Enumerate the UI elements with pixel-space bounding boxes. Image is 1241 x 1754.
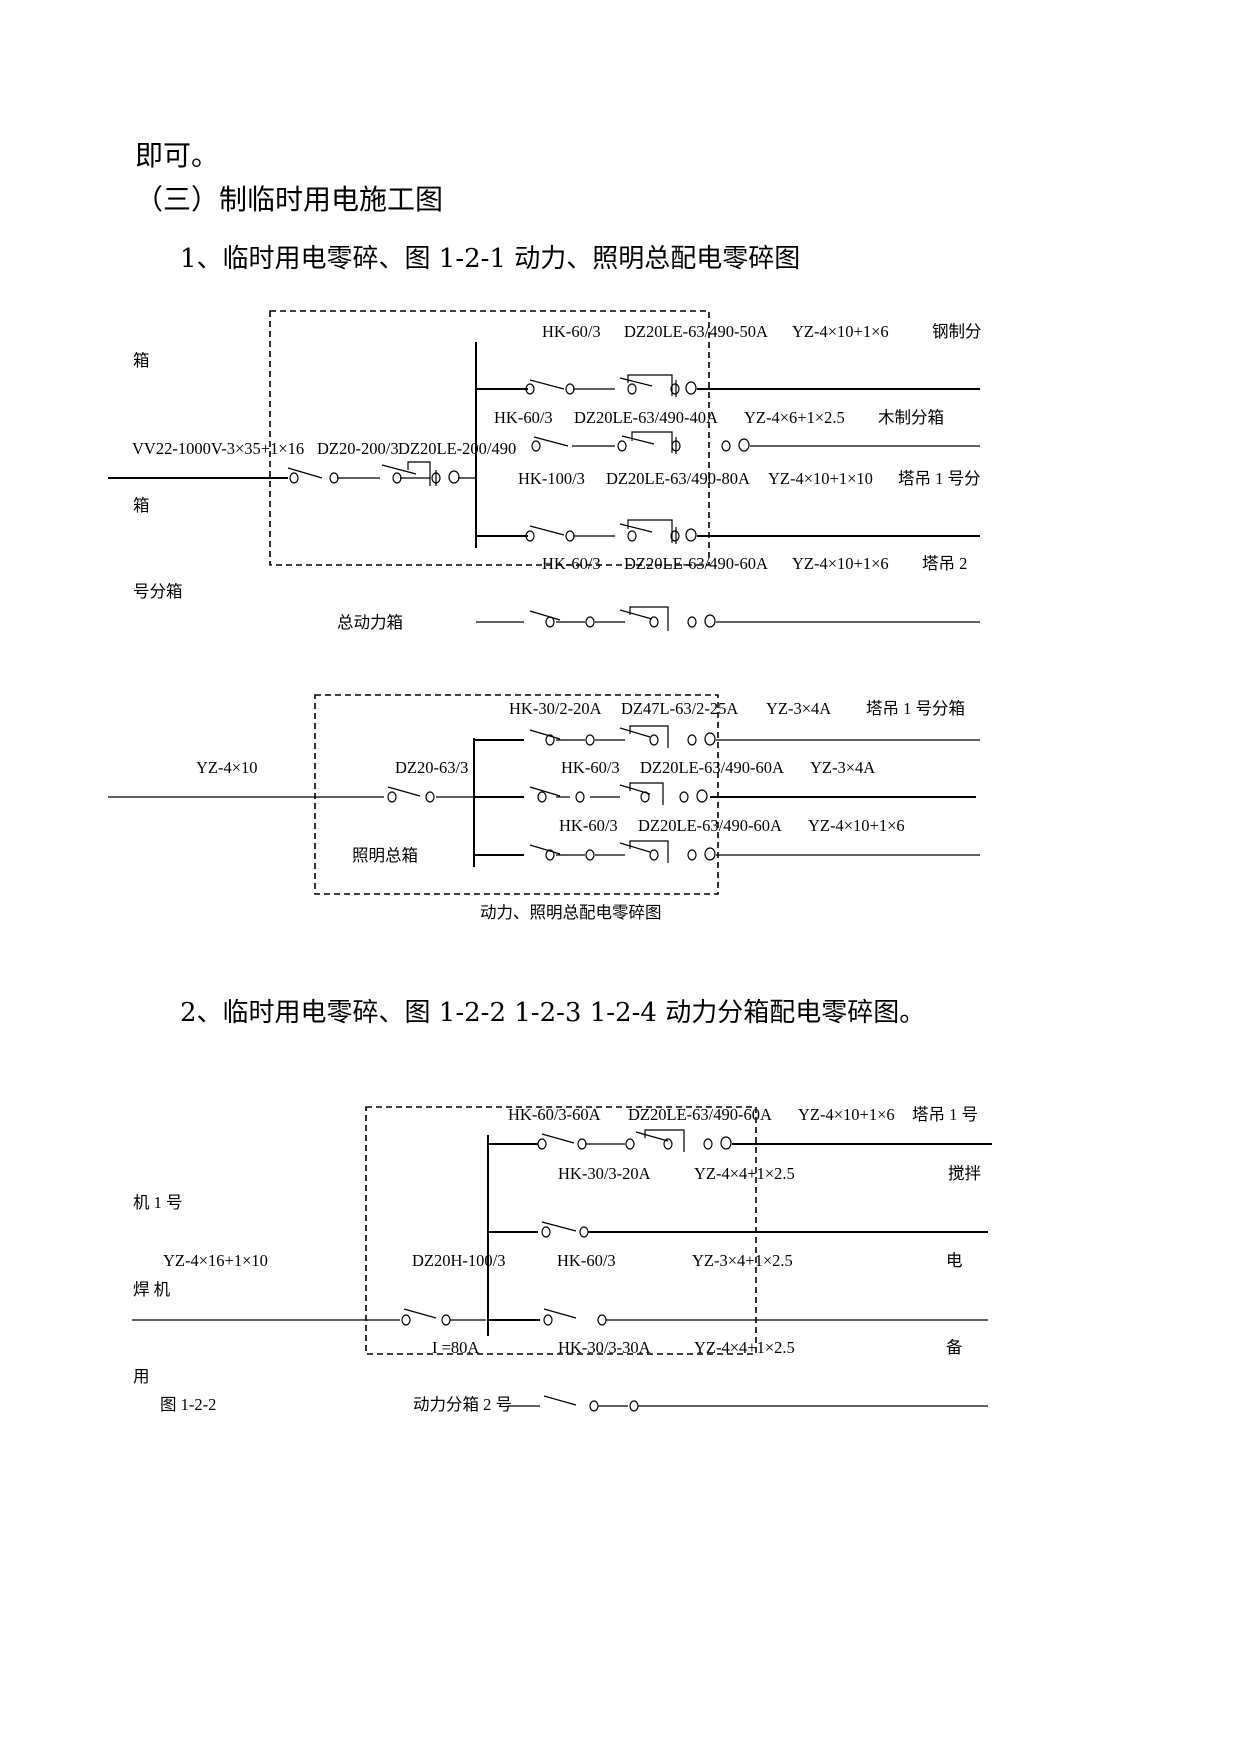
d2-branch2-cable: YZ-3×4A <box>810 758 876 777</box>
diagram-3-contacts <box>401 1136 732 1412</box>
d3-branch1-destination: 塔吊 1 号 <box>912 1105 978 1124</box>
d1-branch4-switch: HK-60/3 <box>542 554 601 573</box>
d2-breaker: DZ20-63/3 <box>395 758 469 777</box>
d1-branch3-cable: YZ-4×10+1×10 <box>768 469 873 488</box>
d1-breaker-b: DZ20LE-200/490 <box>398 439 517 458</box>
d1-branch1-destination-cont: 箱 <box>133 351 150 370</box>
d3-rating: I =80A <box>432 1338 480 1357</box>
d1-feeder-cable: VV22-1000V-3×35+1×16 <box>132 439 305 458</box>
d2-box-label: 照明总箱 <box>352 846 418 865</box>
d3-box-label: 动力分箱 2 号 <box>413 1395 512 1414</box>
d1-branch1-breaker: DZ20LE-63/490-50A <box>624 322 768 341</box>
section-heading: （三）制临时用电施工图 <box>135 183 444 216</box>
section-1-title: 1、临时用电零碎、图 1-2-1 动力、照明总配电零碎图 <box>180 244 801 274</box>
d3-branch3-destination-cont: 焊 机 <box>133 1280 171 1299</box>
d3-branch1-breaker: DZ20LE-63/490-60A <box>628 1105 772 1124</box>
d2-branch3-cable: YZ-4×10+1×6 <box>808 816 905 835</box>
d1-breaker-a: DZ20-200/3 <box>317 439 399 458</box>
d2-branch1-destination: 塔吊 1 号分箱 <box>866 699 965 718</box>
d1-branch2-destination: 木制分箱 <box>878 408 944 427</box>
d2-branch2-breaker: DZ20LE-63/490-60A <box>640 758 784 777</box>
d3-branch2-cable: YZ-4×4+1×2.5 <box>694 1164 795 1183</box>
diagram-2-contacts <box>387 732 716 861</box>
d1-branch1-destination: 钢制分 <box>932 322 982 341</box>
d3-branch3-cable: YZ-3×4+1×2.5 <box>692 1251 793 1270</box>
intro-continuation: 即可。 <box>135 139 220 172</box>
d1-branch2-breaker: DZ20LE-63/490-40A <box>574 408 718 427</box>
d3-branch1-switch: HK-60/3-60A <box>508 1105 601 1124</box>
diagram-2-wiring <box>108 694 980 895</box>
d3-branch2-switch: HK-30/3-20A <box>558 1164 651 1183</box>
d2-branch3-breaker: DZ20LE-63/490-60A <box>638 816 782 835</box>
diagram-1-wiring <box>108 310 980 631</box>
d3-breaker: DZ20H-100/3 <box>412 1251 506 1270</box>
d3-branch3-destination: 电 <box>946 1251 963 1270</box>
diagram-1-contacts <box>289 381 750 628</box>
d3-branch4-destination: 备 <box>946 1338 963 1357</box>
d2-branch1-switch: HK-30/2-20A <box>509 699 602 718</box>
d1-branch1-switch: HK-60/3 <box>542 322 601 341</box>
d1-branch3-destination: 塔吊 1 号分 <box>898 469 981 488</box>
distribution-box-outline <box>365 1106 757 1355</box>
d3-branch4-destination-cont: 用 <box>133 1367 150 1386</box>
d1-branch4-destination-cont: 号分箱 <box>133 582 183 601</box>
d3-branch2-destination-cont: 机 1 号 <box>133 1193 183 1212</box>
d1-branch4-destination: 塔吊 2 <box>922 554 968 573</box>
d3-branch4-switch: HK-30/3-30A <box>558 1338 651 1357</box>
d3-figure-label: 图 1-2-2 <box>160 1395 217 1414</box>
d3-branch3-switch: HK-60/3 <box>557 1251 616 1270</box>
d1-branch2-cable: YZ-4×6+1×2.5 <box>744 408 845 427</box>
d2-branch1-breaker: DZ47L-63/2-25A <box>621 699 739 718</box>
d2-branch3-switch: HK-60/3 <box>559 816 618 835</box>
diagram-3-wiring <box>132 1106 992 1412</box>
d3-branch1-cable: YZ-4×10+1×6 <box>798 1105 895 1124</box>
d1-branch4-cable: YZ-4×10+1×6 <box>792 554 889 573</box>
d1-branch4-breaker: DZ20LE-63/490-60A <box>624 554 768 573</box>
section-2-title: 2、临时用电零碎、图 1-2-2 1-2-3 1-2-4 动力分箱配电零碎图。 <box>180 998 926 1028</box>
d3-feeder-cable: YZ-4×16+1×10 <box>163 1251 268 1270</box>
power-box-outline <box>269 310 710 566</box>
d1-box-label: 总动力箱 <box>337 613 403 632</box>
d1-branch1-cable: YZ-4×10+1×6 <box>792 322 889 341</box>
d3-branch2-destination: 搅拌 <box>948 1164 981 1183</box>
d1-branch3-switch: HK-100/3 <box>518 469 585 488</box>
d2-figure-caption: 动力、照明总配电零碎图 <box>480 903 662 922</box>
d2-branch2-switch: HK-60/3 <box>561 758 620 777</box>
d2-branch1-cable: YZ-3×4A <box>766 699 832 718</box>
d1-branch3-destination-cont: 箱 <box>133 496 150 515</box>
d3-branch4-cable: YZ-4×4+1×2.5 <box>694 1338 795 1357</box>
d1-branch3-breaker: DZ20LE-63/490-80A <box>606 469 750 488</box>
d1-branch2-switch: HK-60/3 <box>494 408 553 427</box>
d2-feeder-cable: YZ-4×10 <box>196 758 258 777</box>
lighting-box-outline <box>314 694 719 895</box>
